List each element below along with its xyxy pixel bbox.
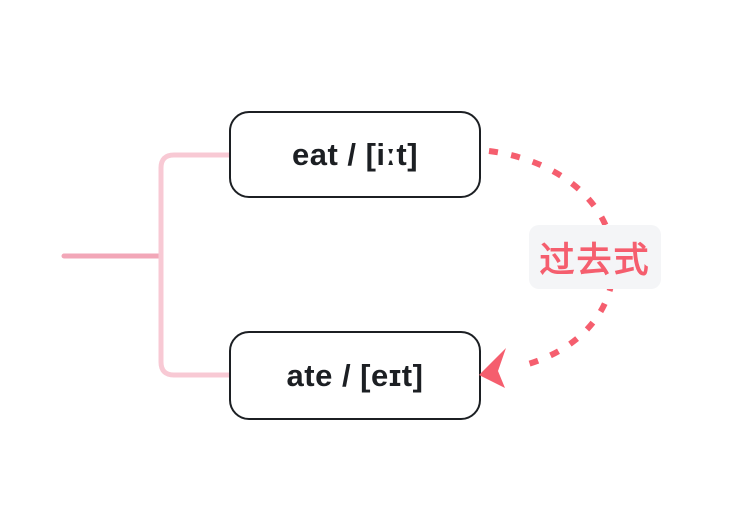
node-eat-label: eat / [iːt] xyxy=(291,136,419,172)
node-ate[interactable]: ate / [eɪt] xyxy=(229,331,481,420)
branch-bracket-line xyxy=(158,152,233,378)
edge-label[interactable]: 过去式 xyxy=(529,225,661,289)
node-eat[interactable]: eat / [iːt] xyxy=(229,111,481,198)
node-ate-label: ate / [eɪt] xyxy=(286,357,424,393)
edge-label-text: 过去式 xyxy=(539,240,651,280)
edge-arrowhead-icon xyxy=(479,348,506,388)
